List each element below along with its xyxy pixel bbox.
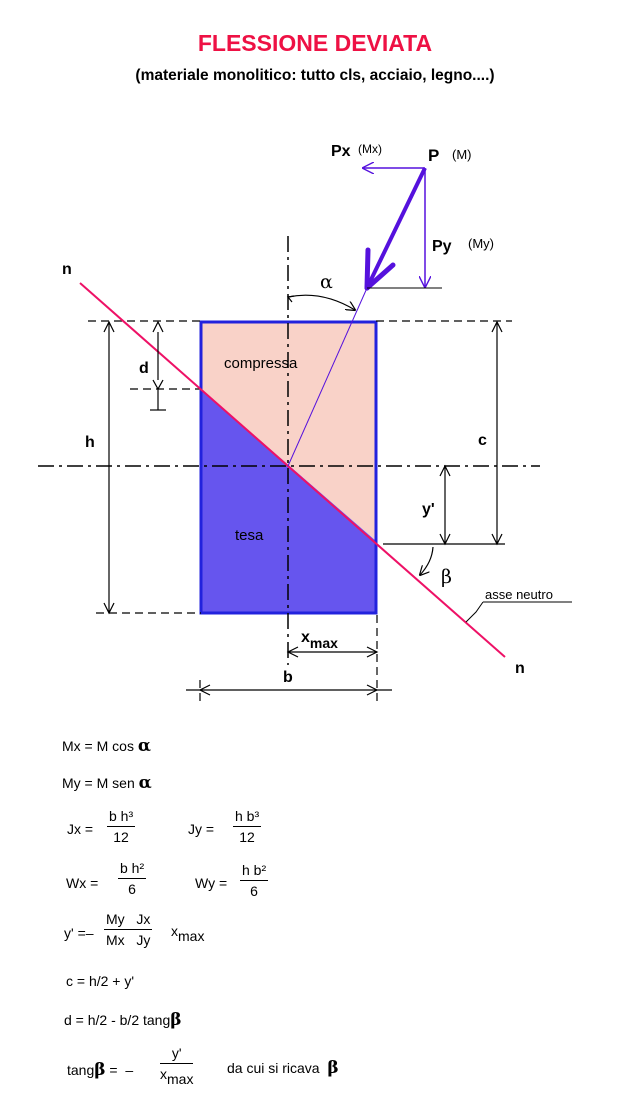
label-d: d (139, 360, 149, 377)
neutral-axis-line (79, 282, 506, 658)
label-py-moment: (My) (468, 236, 494, 251)
page-title: FLESSIONE DEVIATA (197, 30, 433, 56)
formula-tang-lhs: tangβ = – (67, 1060, 134, 1080)
formula-mx: Mx = M cos α (62, 736, 151, 756)
formula-tang-fraction: y'xmax (160, 1045, 194, 1087)
formula-tang-tail: da cui si ricava β (227, 1058, 339, 1078)
formula-yprime-lhs: y' =– (64, 925, 94, 941)
label-p: P (428, 146, 439, 165)
alpha-arc (287, 294, 355, 310)
extension-lines (88, 320, 512, 705)
label-tension: tesa (235, 527, 264, 544)
load-line (287, 287, 368, 467)
neutral-axis-leader (465, 601, 484, 623)
bending-diagram: P (M) Px (Mx) Py (My) α β n n d h c y' c… (38, 142, 572, 705)
alpha-arc-start (286, 295, 295, 303)
formula-d: d = h/2 - b/2 tangβ (64, 1010, 182, 1030)
label-p-moment: (M) (452, 147, 472, 162)
label-n-top: n (62, 261, 72, 278)
formula-yprime-xmax: xmax (171, 923, 205, 944)
label-xmax: xmax (301, 629, 338, 651)
formula-wx-lhs: Wx = (66, 875, 99, 891)
label-c: c (478, 432, 487, 449)
page-subtitle: (materiale monolitico: tutto cls, acciai… (135, 67, 495, 84)
formula-wy-lhs: Wy = (195, 875, 228, 891)
label-py: Py (432, 238, 452, 255)
resultant-arrow-head (364, 247, 396, 291)
label-y-prime: y' (422, 501, 435, 518)
label-h: h (85, 434, 95, 451)
formula-jy-lhs: Jy = (188, 821, 215, 837)
label-compressed: compressa (224, 355, 298, 372)
label-beta: β (441, 566, 452, 588)
beta-arc (420, 546, 434, 575)
formula-c: c = h/2 + y' (66, 973, 135, 989)
resultant-arrow-shaft (365, 167, 427, 289)
label-px-moment: (Mx) (358, 142, 382, 156)
label-px: Px (331, 143, 351, 160)
formula-jx-lhs: Jx = (67, 821, 94, 837)
formula-my: My = M sen α (62, 773, 152, 793)
label-alpha: α (320, 271, 333, 293)
label-b: b (283, 669, 293, 686)
label-neutral-axis: asse neutro (485, 587, 553, 602)
label-n-bottom: n (515, 660, 525, 677)
